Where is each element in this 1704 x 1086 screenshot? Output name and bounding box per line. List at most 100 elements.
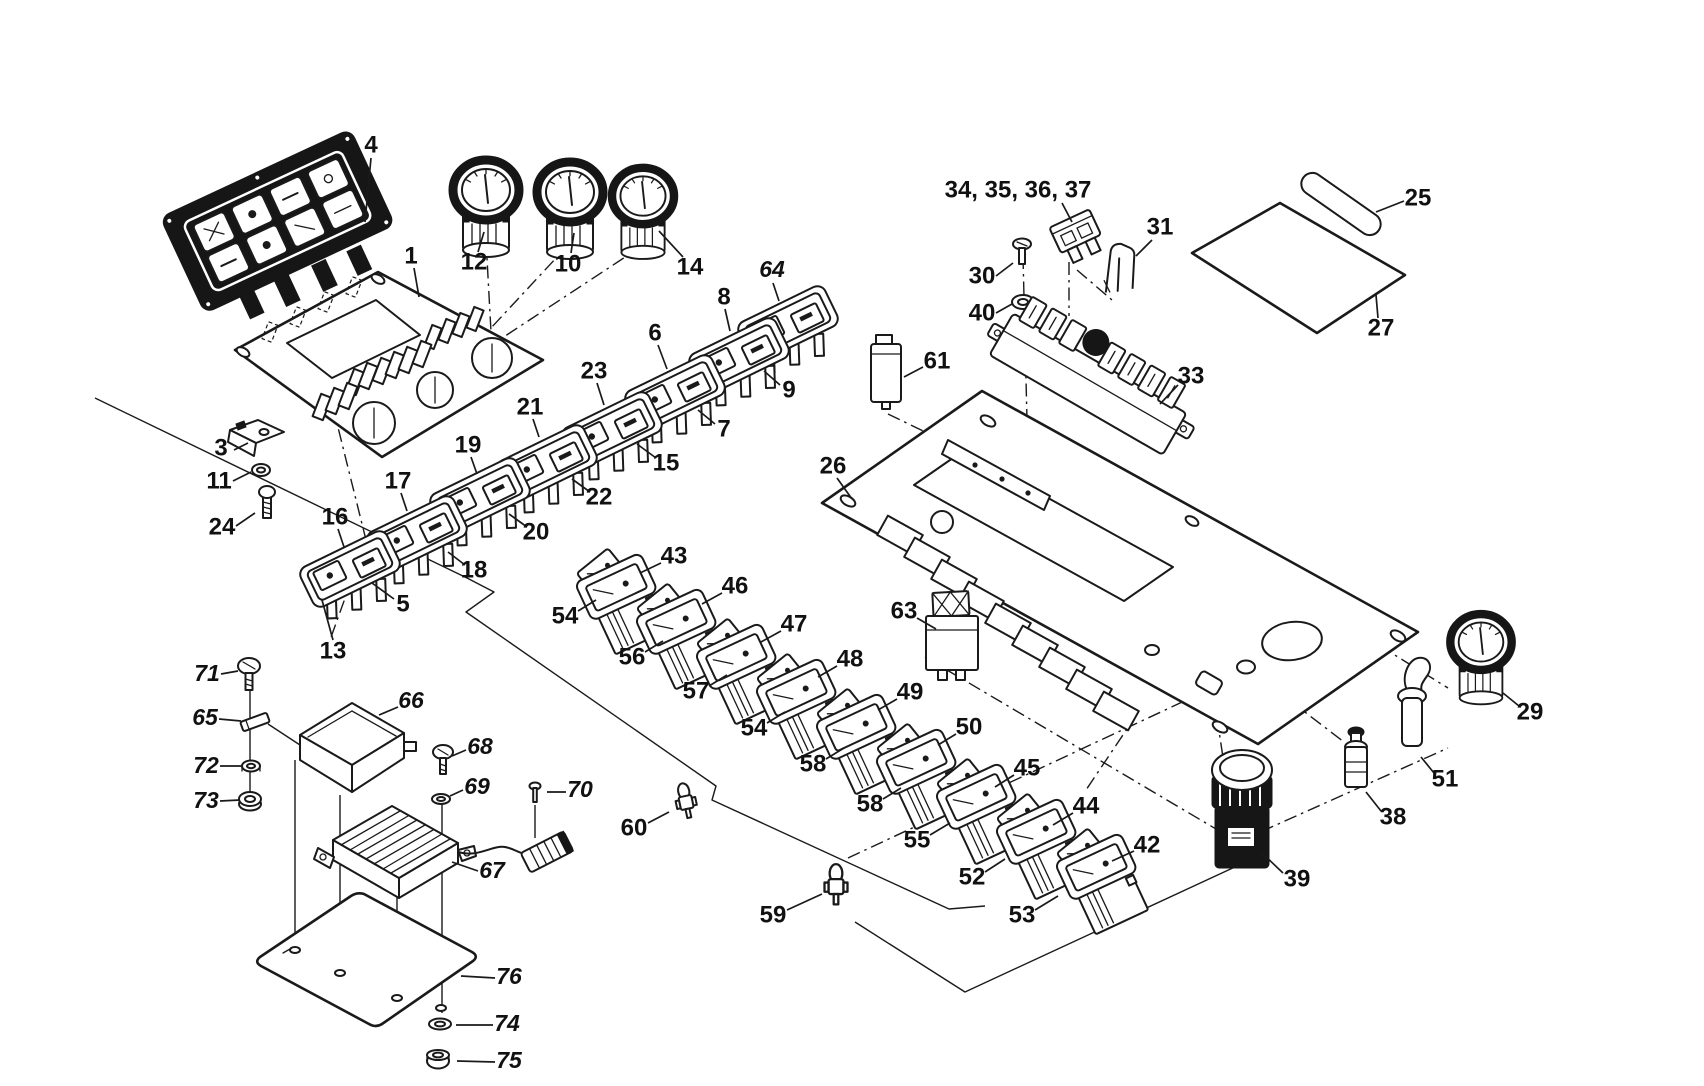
- leader-line-48: [817, 665, 838, 678]
- part-label-61: 61: [924, 347, 951, 374]
- part-label-76: 76: [496, 963, 522, 989]
- leader-line-71: [220, 670, 239, 675]
- part-39-ignition-switch: [1211, 749, 1273, 869]
- leader-line-69: [449, 789, 464, 797]
- part-label-56: 56: [619, 643, 646, 670]
- part-label-42: 42: [1134, 831, 1161, 858]
- part-label-54a: 54: [552, 602, 579, 629]
- part-label-26: 26: [820, 452, 847, 479]
- leader-line-8: [724, 308, 731, 332]
- leader-line-4: [364, 157, 372, 223]
- leader-line-31: [1135, 239, 1153, 257]
- part-label-22: 22: [586, 483, 613, 510]
- part-label-63: 63: [891, 597, 918, 624]
- leader-line-43: [639, 562, 662, 574]
- part-4-keypad-module: [162, 131, 393, 320]
- part-label-7: 7: [717, 415, 730, 442]
- part-label-45: 45: [1014, 754, 1041, 781]
- leader-line-11: [232, 471, 252, 482]
- part-10-gauge: [537, 162, 603, 259]
- part-label-66: 66: [398, 687, 424, 713]
- part-76-base-plate: [255, 892, 478, 1028]
- part-label-52: 52: [959, 863, 986, 890]
- part-label-43: 43: [661, 542, 688, 569]
- part-label-49: 49: [897, 678, 924, 705]
- part-label-69: 69: [464, 773, 490, 799]
- leader-line-65: [218, 718, 242, 722]
- leader-line-16: [337, 528, 345, 548]
- part-label-21: 21: [517, 393, 544, 420]
- part-11-washer: [251, 463, 271, 477]
- part-14-gauge: [612, 168, 674, 259]
- leader-line-14: [658, 230, 684, 258]
- leader-line-75: [456, 1060, 496, 1063]
- part-34-37-fuse: [1049, 209, 1102, 264]
- part-26-mounting-panel: [820, 389, 1420, 746]
- leader-line-76: [460, 975, 496, 979]
- part-72-nut: [241, 759, 261, 773]
- part-27-cover-panel: [1190, 201, 1407, 335]
- part-label-19: 19: [455, 431, 482, 458]
- leader-line-15: [636, 443, 657, 459]
- leader-line-26: [836, 477, 853, 500]
- leader-line-67: [451, 861, 479, 872]
- leader-line-52: [984, 858, 1006, 873]
- leader-line-12: [477, 231, 485, 253]
- part-70-screw: [528, 781, 542, 838]
- part-label-8: 8: [717, 283, 730, 310]
- part-label-51: 51: [1432, 765, 1459, 792]
- leader-line-63: [916, 617, 937, 630]
- part-label-48: 48: [837, 645, 864, 672]
- part-25-label-strip: [1300, 171, 1382, 237]
- part-63-relay: [925, 590, 979, 681]
- part-label-70: 70: [567, 776, 593, 802]
- part-label-20: 20: [523, 518, 550, 545]
- part-label-13: 13: [320, 637, 347, 664]
- part-61-buzzer: [870, 334, 902, 410]
- part-label-17: 17: [385, 467, 412, 494]
- part-label-73: 73: [193, 787, 219, 813]
- leader-line-38: [1365, 791, 1382, 812]
- leader-line-17: [400, 492, 408, 512]
- part-label-64: 64: [759, 256, 785, 282]
- part-59-bulb: [823, 863, 849, 906]
- part-label-27: 27: [1368, 314, 1395, 341]
- part-label-65: 65: [192, 704, 219, 730]
- part-label-58a: 58: [800, 750, 827, 777]
- part-label-59: 59: [760, 901, 787, 928]
- leader-line-13: [321, 599, 334, 641]
- part-label-25: 25: [1405, 184, 1432, 211]
- part-label-39: 39: [1284, 865, 1311, 892]
- leader-line-23: [596, 382, 605, 406]
- leader-line-19: [470, 456, 478, 475]
- leader-line-57: [708, 674, 728, 687]
- part-51-lever-boot: [1397, 656, 1431, 747]
- part-label-38: 38: [1380, 803, 1407, 830]
- leader-line-29: [1502, 692, 1520, 707]
- leader-line-54b: [766, 711, 786, 724]
- leader-line-58b: [882, 787, 902, 800]
- leader-line-21: [532, 418, 540, 438]
- part-label-29: 29: [1517, 698, 1544, 725]
- part-31-clip: [1103, 242, 1136, 293]
- part-38-cylinder: [1344, 726, 1368, 788]
- leader-line-42: [1111, 850, 1135, 862]
- leader-line-60: [647, 811, 670, 824]
- leader-line-5: [371, 582, 395, 600]
- boundary-lines: [94, 397, 1251, 1013]
- part-68-screw: [432, 744, 454, 775]
- leader-line-27: [1375, 294, 1379, 319]
- part-label-12: 12: [461, 248, 488, 275]
- part-71-screw: [237, 657, 261, 691]
- leader-line-34-37: [1061, 202, 1073, 223]
- part-label-75: 75: [496, 1047, 523, 1073]
- labels-layer: 1345678910111213141516171819202122232425…: [192, 131, 1543, 1073]
- part-label-50: 50: [956, 713, 983, 740]
- part-label-68: 68: [467, 733, 493, 759]
- part-label-47: 47: [781, 610, 808, 637]
- leader-line-45: [994, 774, 1015, 788]
- part-label-5: 5: [396, 590, 409, 617]
- part-label-60: 60: [621, 814, 648, 841]
- leader-line-53: [1034, 895, 1059, 911]
